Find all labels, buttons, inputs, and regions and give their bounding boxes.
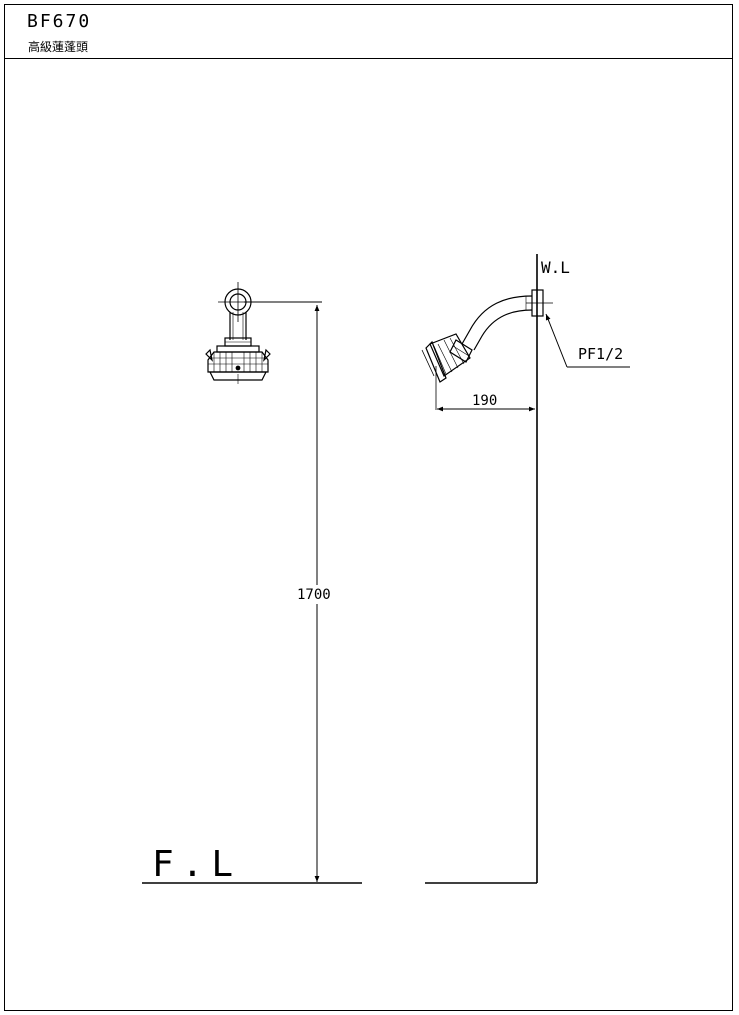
thread-spec-label: PF1/2	[578, 345, 623, 363]
product-name: 高級蓮蓬頭	[28, 40, 89, 54]
wall-line-label: W.L	[541, 258, 570, 277]
thread-callout-leader	[545, 313, 630, 368]
projection-dimension-label: 190	[472, 393, 497, 409]
height-dimension-label: 1700	[297, 587, 331, 603]
floor-line-label: F.L	[152, 844, 241, 885]
drawing-sheet: BF670 高級蓮蓬頭	[4, 4, 733, 1011]
height-dimension	[244, 301, 322, 882]
model-code: BF670	[27, 11, 92, 32]
front-view-shower-head	[205, 282, 271, 384]
side-view-shower-head	[421, 285, 553, 410]
title-block: BF670 高級蓮蓬頭	[5, 5, 732, 59]
